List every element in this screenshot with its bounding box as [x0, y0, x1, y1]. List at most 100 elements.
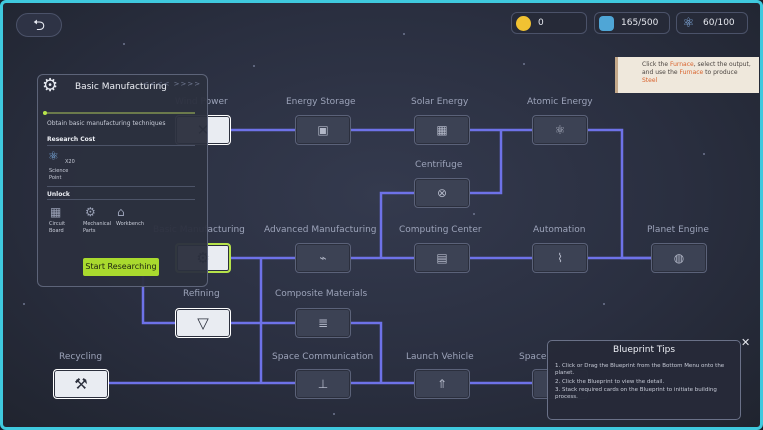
hint-text: , select the output, and use the	[642, 61, 751, 76]
line-centrifuge-solar	[470, 130, 503, 195]
card-stack-icon	[599, 16, 614, 31]
hint-text: to produce	[703, 69, 738, 76]
hint-steel: Steel	[642, 77, 658, 84]
star	[523, 63, 525, 65]
node-label-composite-materials: Composite Materials	[275, 289, 368, 299]
close-tips-icon[interactable]: ✕	[741, 336, 751, 349]
panel-arrows: <<<< >>>>	[143, 80, 202, 88]
node-label-launch-vehicle: Launch Vehicle	[406, 352, 474, 362]
panel-separator	[47, 145, 195, 146]
back-arrow-icon: ⮌	[32, 16, 45, 34]
unlock-workbench: Workbench	[116, 221, 144, 227]
node-label-planet-engine: Planet Engine	[647, 225, 709, 235]
science-point-icon: ⚛	[48, 149, 59, 163]
centrifuge-icon: ⊗	[436, 186, 448, 200]
node-label-recycling: Recycling	[59, 352, 103, 362]
line-composite-launch	[351, 321, 383, 383]
layers-icon: ≣	[317, 316, 329, 330]
quest-hint[interactable]: Click the Furnace, select the output, an…	[615, 57, 759, 93]
science-value: 60/100	[703, 18, 735, 28]
atom-icon: ⚛	[682, 16, 695, 31]
refinery-icon: ▽	[197, 314, 209, 332]
node-label-centrifuge: Centrifuge	[415, 160, 463, 170]
start-researching-button[interactable]: Start Researching	[83, 258, 159, 276]
cards-counter: 165/500	[594, 12, 670, 34]
star	[123, 43, 125, 45]
atom-icon: ⚛	[554, 123, 566, 137]
unlock-circuit-board: Circuit Board	[49, 221, 66, 234]
node-label-solar-energy: Solar Energy	[411, 97, 469, 107]
research-cost-label: Research Cost	[47, 136, 96, 143]
panel-title: Basic Manufacturing	[75, 82, 167, 92]
automation-arm-icon: ⌇	[557, 251, 563, 265]
panel-divider	[43, 111, 195, 115]
node-advanced-manufacturing[interactable]: ⌁	[295, 243, 351, 273]
node-centrifuge[interactable]: ⊗	[414, 178, 470, 208]
manufacturing-tool-icon: ⚙	[42, 75, 59, 96]
research-panel	[37, 74, 208, 287]
rocket-icon: ⇑	[436, 377, 448, 391]
panel-separator	[47, 199, 195, 200]
node-label-space: Space	[519, 352, 547, 362]
node-label-space-communication: Space Communication	[272, 352, 374, 362]
coins-counter: 0	[511, 12, 587, 34]
tip-line: 3. Stack required cards on the Blueprint…	[555, 387, 717, 400]
tech-tree-lines	[109, 128, 651, 385]
antenna-icon: ⊥	[317, 377, 329, 391]
node-atomic-energy[interactable]: ⚛	[532, 115, 588, 145]
battery-icon: ▣	[317, 123, 329, 137]
node-label-computing-center: Computing Center	[399, 225, 482, 235]
hint-furnace: Furnace	[669, 61, 694, 68]
unlock-label: Unlock	[47, 191, 70, 198]
node-label-refining: Refining	[183, 289, 220, 299]
node-computing-center[interactable]: ▤	[414, 243, 470, 273]
node-space-communication[interactable]: ⊥	[295, 369, 351, 399]
robot-arm-icon: ⌁	[319, 251, 327, 265]
star	[703, 153, 705, 155]
node-label-automation: Automation	[533, 225, 586, 235]
node-label-atomic-energy: Atomic Energy	[527, 97, 593, 107]
coin-icon	[516, 16, 531, 31]
star	[333, 413, 335, 415]
node-planet-engine[interactable]: ◍	[651, 243, 707, 273]
hint-text: Click the	[642, 61, 670, 68]
cost-item-name: Science Point	[49, 168, 69, 181]
planet-icon: ◍	[673, 251, 685, 265]
star	[603, 303, 605, 305]
node-refining[interactable]: ▽	[175, 308, 231, 338]
blueprint-tips-panel	[547, 340, 741, 420]
cost-amount: X20	[65, 159, 75, 165]
panel-description: Obtain basic manufacturing techniques	[47, 120, 166, 127]
recycle-tool-icon: ⚒	[74, 375, 88, 393]
star	[403, 33, 405, 35]
coins-value: 0	[538, 18, 544, 28]
tip-line: 1. Click or Drag the Blueprint from the …	[555, 363, 725, 376]
chip-icon: ▤	[436, 251, 448, 265]
node-launch-vehicle[interactable]: ⇑	[414, 369, 470, 399]
blueprint-tips-title: Blueprint Tips	[612, 345, 676, 355]
circuit-board-icon: ▦	[50, 205, 62, 219]
node-automation[interactable]: ⌇	[532, 243, 588, 273]
star	[253, 65, 255, 67]
line-centrifuge-advanced	[379, 191, 414, 258]
cards-value: 165/500	[621, 18, 659, 28]
line-atomic-planet	[588, 128, 651, 260]
node-label-advanced-manufacturing: Advanced Manufacturing	[264, 225, 377, 235]
mechanical-parts-icon: ⚙	[85, 205, 96, 219]
node-composite-materials[interactable]: ≣	[295, 308, 351, 338]
solar-panel-icon: ▦	[436, 123, 448, 137]
back-button[interactable]: ⮌	[16, 13, 62, 37]
star	[473, 213, 475, 215]
node-solar-energy[interactable]: ▦	[414, 115, 470, 145]
node-energy-storage[interactable]: ▣	[295, 115, 351, 145]
star	[23, 303, 25, 305]
unlock-mechanical-parts: Mechanical Parts	[83, 221, 112, 234]
node-recycling[interactable]: ⚒	[53, 369, 109, 399]
panel-separator	[47, 186, 195, 187]
node-label-energy-storage: Energy Storage	[286, 97, 356, 107]
science-counter: ⚛ 60/100	[676, 12, 748, 34]
tip-line: 2. Click the Blueprint to view the detai…	[555, 379, 665, 385]
workbench-icon: ⌂	[117, 205, 125, 219]
hint-furnace: Furnace	[679, 69, 704, 76]
